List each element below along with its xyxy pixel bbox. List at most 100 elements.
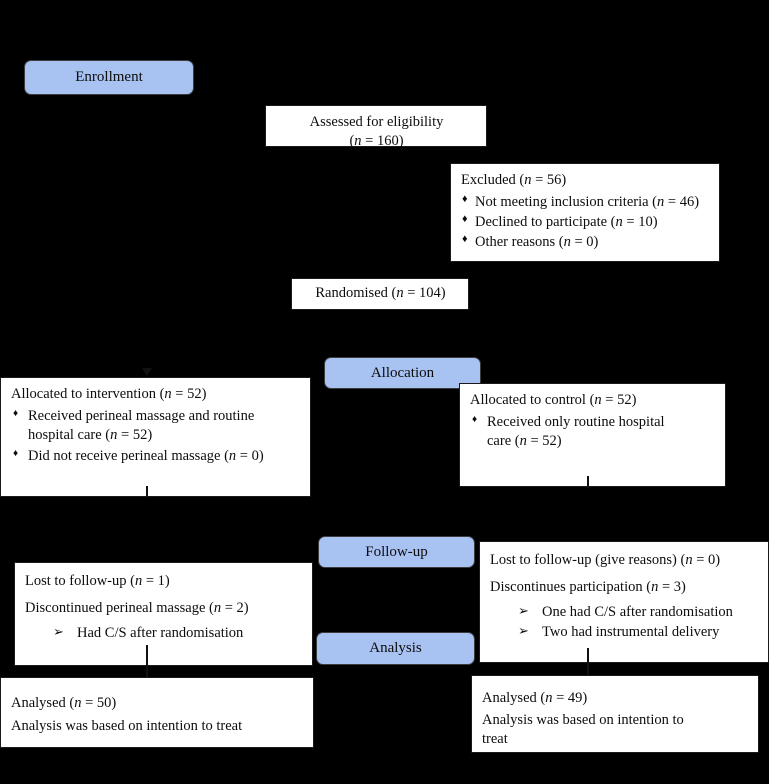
- stage-label-allocation-text: Allocation: [370, 364, 435, 381]
- followup-left-lost-count: = 1): [142, 573, 170, 589]
- alloc-intervention-item-text: Did not receive perineal massage (: [28, 447, 229, 464]
- alloc-intervention-item: Did not receive perineal massage (n = 0): [11, 447, 301, 466]
- stage-label-analysis: Analysis: [316, 632, 475, 665]
- analysis-left-count: = 50): [81, 695, 117, 711]
- followup-left-lost-pre: Lost to follow-up (: [25, 573, 135, 589]
- randomised-pre: Randomised (: [315, 285, 397, 301]
- alloc-control-item-text: care (: [487, 432, 520, 449]
- excluded-reason-text: Declined to participate (: [475, 213, 616, 230]
- alloc-intervention-item: Received perineal massage and routinehos…: [11, 407, 301, 445]
- alloc-control-item-line2: care (n = 52): [487, 432, 716, 451]
- stage-label-analysis-text: Analysis: [369, 640, 422, 656]
- alloc-control-item: Received only routine hospital care (n = …: [470, 413, 716, 451]
- analysis-right-note-line2: treat: [482, 730, 508, 747]
- assessed-line-1: Assessed for eligibility: [309, 114, 444, 130]
- analysis-right-note-line1: Analysis was based on intention to: [482, 711, 684, 728]
- stage-label-enrollment: Enrollment: [24, 60, 194, 95]
- analysis-left-count-line: Analysed (n = 50): [11, 694, 304, 713]
- excluded-reason-item: Not meeting inclusion criteria (n = 46): [461, 192, 710, 212]
- box-allocated-to-intervention: Allocated to intervention (n = 52) Recei…: [0, 377, 311, 497]
- excluded-reason-n-symbol: n: [563, 233, 571, 250]
- box-randomised: Randomised (n = 104): [291, 278, 469, 310]
- box-analysed-control: Analysed (n = 49) Analysis was based on …: [471, 675, 759, 753]
- alloc-control-item-count: = 52): [526, 432, 562, 449]
- excluded-heading-count: = 56): [531, 172, 567, 188]
- box-analysed-intervention: Analysed (n = 50) Analysis was based on …: [0, 677, 314, 748]
- followup-left-reason-item: Had C/S after randomisation: [53, 624, 303, 643]
- randomised-count: = 104): [403, 285, 446, 301]
- analysis-right-count: = 49): [552, 690, 588, 706]
- analysis-right-count-line: Analysed (n = 49): [482, 689, 749, 708]
- followup-left-reason-list: Had C/S after randomisation: [25, 624, 303, 643]
- followup-right-discontinued: Discontinues participation (n = 3): [490, 578, 759, 597]
- alloc-control-heading-pre: Allocated to control (: [470, 392, 595, 408]
- followup-right-reason-item: Two had instrumental delivery: [518, 623, 759, 642]
- followup-left-discontinued-count: = 2): [221, 599, 249, 616]
- alloc-intervention-list: Received perineal massage and routinehos…: [11, 407, 301, 466]
- followup-right-discontinued-count: = 3): [658, 578, 686, 595]
- excluded-reason-list: Not meeting inclusion criteria (n = 46) …: [461, 192, 710, 252]
- alloc-intervention-item-count: = 52): [117, 426, 153, 443]
- randomised-line: Randomised (n = 104): [302, 284, 459, 303]
- followup-left-discontinued-pre: Discontinued perineal massage (: [25, 599, 214, 616]
- analysis-left-note: Analysis was based on intention to treat: [11, 717, 243, 734]
- alloc-intervention-heading-pre: Allocated to intervention (: [11, 386, 165, 402]
- followup-right-lost: Lost to follow-up (give reasons) (n = 0): [490, 551, 759, 570]
- excluded-heading: Excluded (n = 56): [461, 171, 710, 190]
- alloc-control-item-n-symbol: n: [519, 432, 527, 449]
- excluded-n-symbol: n: [524, 172, 532, 188]
- analysis-left-pre: Analysed (: [11, 695, 75, 711]
- alloc-intervention-item-count: = 0): [236, 447, 264, 464]
- excluded-reason-item: Other reasons (n = 0): [461, 232, 710, 252]
- connector-followup-right-to-analysis-right: [587, 648, 589, 684]
- assessed-paren-open: (: [349, 132, 355, 149]
- followup-left-discontinued-n-symbol: n: [213, 599, 222, 616]
- excluded-reason-text: Other reasons (: [475, 233, 564, 250]
- followup-right-discontinued-n-symbol: n: [651, 578, 659, 595]
- followup-right-reason-list: One had C/S after randomisation Two had …: [490, 603, 759, 642]
- followup-left-discontinued: Discontinued perineal massage (n = 2): [25, 599, 303, 618]
- connector-followup-left-to-analysis-left: [146, 645, 148, 686]
- randomised-n-symbol: n: [396, 285, 404, 301]
- box-assessed-for-eligibility: Assessed for eligibility (n = 160): [265, 105, 487, 149]
- arrow-into-allocated-intervention: [142, 368, 152, 376]
- alloc-control-heading: Allocated to control (n = 52): [470, 391, 716, 410]
- excluded-reason-count: = 46): [664, 193, 700, 210]
- followup-right-lost-n-symbol: n: [685, 552, 693, 568]
- stage-label-followup-text: Follow-up: [365, 543, 428, 560]
- excluded-reason-item: Declined to participate (n = 10): [461, 212, 710, 232]
- alloc-intervention-item-n-symbol: n: [110, 426, 118, 443]
- stage-label-followup: Follow-up: [318, 536, 475, 568]
- excluded-reason-text: Not meeting inclusion criteria (: [475, 193, 658, 210]
- analysis-right-n-symbol: n: [545, 690, 553, 706]
- followup-right-discontinued-pre: Discontinues participation (: [490, 578, 652, 595]
- box-allocated-to-control: Allocated to control (n = 52) Received o…: [459, 383, 726, 487]
- box-followup-intervention: Lost to follow-up (n = 1) Discontinued p…: [14, 562, 313, 666]
- followup-right-lost-pre: Lost to follow-up (give reasons) (: [490, 552, 686, 568]
- alloc-intervention-item-text: hospital care (: [28, 426, 111, 443]
- followup-left-lost-n-symbol: n: [134, 573, 143, 589]
- excluded-reason-n-symbol: n: [657, 193, 665, 210]
- alloc-control-list: Received only routine hospital care (n = …: [470, 413, 716, 451]
- alloc-control-n-symbol: n: [594, 392, 602, 408]
- followup-right-lost-count: = 0): [692, 552, 721, 568]
- followup-right-reason-item: One had C/S after randomisation: [518, 603, 759, 622]
- assessed-n-symbol: n: [354, 132, 362, 149]
- alloc-control-item-line1: Received only routine hospital: [487, 413, 665, 430]
- alloc-intervention-heading-count: = 52): [171, 386, 207, 402]
- followup-left-lost: Lost to follow-up (n = 1): [25, 572, 303, 591]
- alloc-intervention-item-line2: hospital care (n = 52): [28, 426, 301, 445]
- alloc-intervention-heading: Allocated to intervention (n = 52): [11, 385, 301, 404]
- excluded-reason-count: = 10): [622, 213, 658, 230]
- stage-label-enrollment-text: Enrollment: [75, 69, 143, 85]
- connector-control-to-followup: [587, 476, 589, 488]
- excluded-reason-n-symbol: n: [615, 213, 623, 230]
- connector-intervention-to-followup: [146, 486, 148, 498]
- assessed-line-2: (n = 160): [276, 132, 477, 151]
- alloc-intervention-item-n-symbol: n: [228, 447, 237, 464]
- analysis-right-pre: Analysed (: [482, 690, 546, 706]
- excluded-reason-count: = 0): [570, 233, 599, 250]
- assessed-count: = 160): [361, 132, 404, 149]
- alloc-control-heading-count: = 52): [601, 392, 637, 408]
